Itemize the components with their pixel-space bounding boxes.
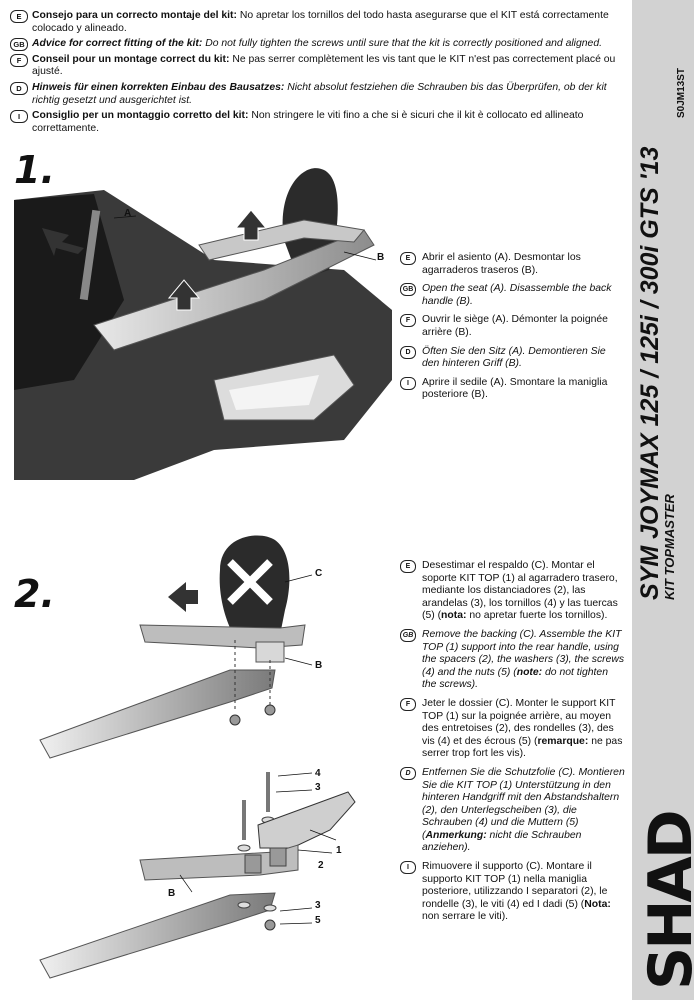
advice-text: Nicht absolut festziehen die Schrauben b… bbox=[32, 81, 607, 106]
advice-fr: F Conseil pour un montage correct du kit:… bbox=[6, 53, 624, 79]
instruction-note: nota: bbox=[441, 610, 467, 622]
instruction-fr: F Ouvrir le siège (A). Démonter la poigné… bbox=[400, 314, 625, 339]
instruction-it: I Aprire il sedile (A). Smontare la manig… bbox=[400, 376, 625, 402]
instruction-text: Abrir el asiento (A). Desmontar los agar… bbox=[422, 252, 581, 276]
instruction-text: Rimuovere il supporto (C). Montare il su… bbox=[422, 861, 608, 910]
instruction-text: Öften Sie den Sitz (A). Demontieren Sie … bbox=[422, 345, 606, 370]
instruction-text: ne pas serrer trop fort les vis). bbox=[422, 735, 623, 760]
advice-it: I Consiglio per un montaggio corretto del… bbox=[6, 110, 624, 135]
lang-badge: E bbox=[400, 252, 416, 265]
advice-es: E Consejo para un correcto montaje del ki… bbox=[6, 10, 624, 35]
lang-badge: GB bbox=[10, 38, 28, 52]
instruction-note: Nota: bbox=[584, 898, 611, 910]
advice-title: Consejo para un correcto montaje del kit… bbox=[32, 10, 237, 21]
instruction-text: do not tighten the screws). bbox=[422, 666, 608, 691]
instruction-text: Desestimar el respaldo (C). Montar el so… bbox=[422, 560, 618, 622]
instruction-es: E Abrir el asiento (A). Desmontar los aga… bbox=[400, 252, 625, 277]
lang-badge: E bbox=[400, 560, 416, 573]
instruction-text: no apretar fuerte los tornillos). bbox=[466, 610, 608, 622]
advice-title: Hinweis für einen korrekten Einbau des B… bbox=[32, 81, 285, 93]
lang-badge: D bbox=[10, 81, 28, 95]
lang-badge: E bbox=[10, 10, 28, 23]
instruction-note: remarque: bbox=[537, 735, 589, 747]
instruction-text: Open the seat (A). Disassemble the back … bbox=[422, 283, 612, 307]
instruction-text: Entfernen Sie die Schutzfolie (C). Monti… bbox=[422, 766, 625, 841]
label-4: 4 bbox=[315, 768, 321, 779]
step-1-illustration bbox=[14, 168, 392, 480]
instruction-it: I Rimuovere il supporto (C). Montare il s… bbox=[400, 861, 625, 924]
instruction-en: GB Remove the backing (C). Assemble the K… bbox=[400, 628, 625, 692]
instruction-de: D Entfernen Sie die Schutzfolie (C). Mont… bbox=[400, 766, 625, 855]
instruction-text: Aprire il sedile (A). Smontare la manigl… bbox=[422, 376, 608, 401]
lang-badge: F bbox=[10, 53, 28, 67]
lang-badge: F bbox=[400, 697, 416, 711]
instruction-de: D Öften Sie den Sitz (A). Demontieren Sie… bbox=[400, 345, 625, 371]
instruction-text: Jeter le dossier (C). Monter le support … bbox=[422, 697, 616, 747]
lang-badge: GB bbox=[400, 283, 416, 297]
instruction-note: Anmerkung: bbox=[425, 829, 487, 841]
lang-badge: GB bbox=[400, 628, 416, 642]
lang-badge: I bbox=[10, 110, 28, 124]
instruction-en: GB Open the seat (A). Disassemble the bac… bbox=[400, 283, 625, 308]
lang-badge: D bbox=[400, 766, 416, 780]
kit-code: S0JM13ST bbox=[676, 67, 687, 118]
advice-text: Non stringere le viti fino a che si è si… bbox=[32, 110, 584, 134]
step-1-instructions: E Abrir el asiento (A). Desmontar los aga… bbox=[400, 252, 625, 408]
label-3-lower: 3 bbox=[315, 900, 321, 911]
kit-name: KIT TOPMASTER bbox=[662, 494, 677, 600]
step-2-illustration bbox=[39, 535, 356, 979]
step-2-number: 2. bbox=[14, 572, 55, 616]
instruction-text: non serrare le viti). bbox=[422, 911, 509, 923]
advice-text: Do not fully tighten the screws until su… bbox=[205, 38, 602, 50]
advice-en: GB Advice for correct fitting of the kit:… bbox=[6, 38, 624, 52]
label-1: 1 bbox=[336, 845, 342, 856]
instruction-text: Remove the backing (C). Assemble the KIT… bbox=[422, 628, 625, 678]
label-b: B bbox=[377, 252, 385, 263]
label-c: C bbox=[315, 568, 323, 579]
label-2: 2 bbox=[318, 860, 324, 871]
label-b: B bbox=[315, 660, 323, 671]
fitting-advice: E Consejo para un correcto montaje del ki… bbox=[6, 10, 624, 138]
advice-text: No apretar los tornillos del todo hasta … bbox=[32, 10, 609, 34]
lang-badge: F bbox=[400, 314, 416, 328]
instruction-text: nicht die Schrauben anziehen). bbox=[422, 829, 582, 854]
label-b-lower: B bbox=[168, 888, 176, 899]
instruction-fr: F Jeter le dossier (C). Monter le support… bbox=[400, 697, 625, 761]
advice-title: Advice for correct fitting of the kit: bbox=[32, 38, 203, 50]
sidebar bbox=[632, 0, 694, 1000]
advice-title: Conseil pour un montage correct du kit: bbox=[32, 53, 230, 65]
label-5: 5 bbox=[315, 915, 321, 926]
label-3: 3 bbox=[315, 782, 321, 793]
shad-logo: SHAD bbox=[636, 812, 694, 990]
lang-badge: I bbox=[400, 861, 416, 875]
label-a: A bbox=[124, 208, 132, 219]
advice-de: D Hinweis für einen korrekten Einbau des … bbox=[6, 81, 624, 107]
advice-text: Ne pas serrer complètement les vis tant … bbox=[32, 53, 616, 78]
lang-badge: D bbox=[400, 345, 416, 359]
product-title: SYM JOYMAX 125 / 125i / 300i GTS '13 bbox=[636, 146, 664, 600]
lang-badge: I bbox=[400, 376, 416, 390]
step-2-instructions: E Desestimar el respaldo (C). Montar el s… bbox=[400, 560, 625, 930]
advice-title: Consiglio per un montaggio corretto del … bbox=[32, 110, 249, 122]
instruction-note: note: bbox=[516, 666, 543, 678]
instruction-es: E Desestimar el respaldo (C). Montar el s… bbox=[400, 560, 625, 623]
instruction-text: Ouvrir le siège (A). Démonter la poignée… bbox=[422, 314, 608, 338]
step-1-number: 1. bbox=[14, 148, 55, 192]
